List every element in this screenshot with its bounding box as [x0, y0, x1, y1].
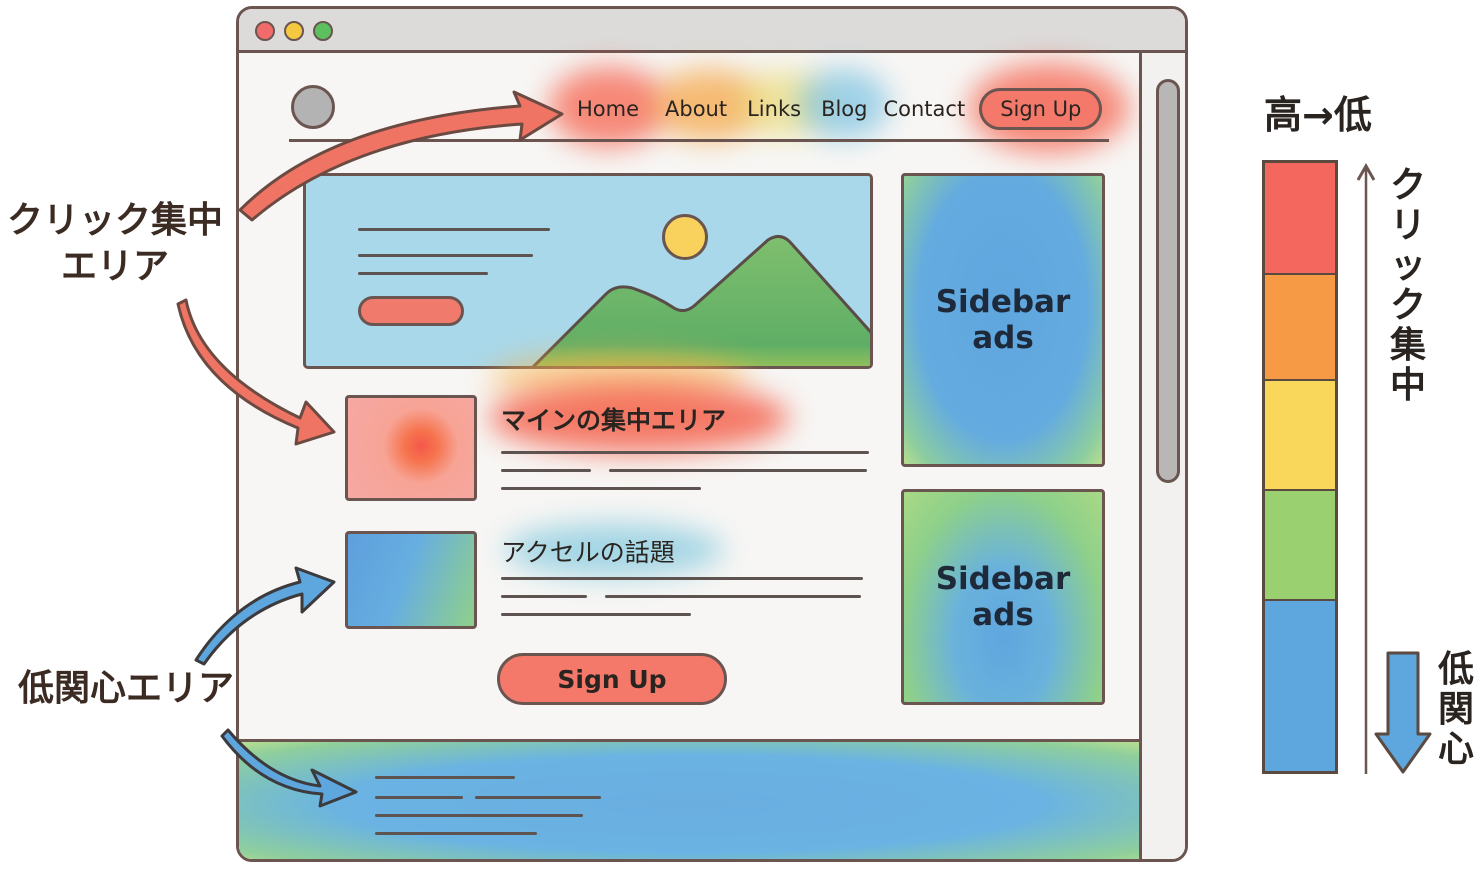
- top-nav: Home About Links Blog Contact Sign Up: [577, 83, 1103, 135]
- heat-scale-bar: [1262, 160, 1338, 774]
- hero-text-line: [358, 272, 488, 275]
- minimize-dot-icon[interactable]: [284, 21, 304, 41]
- nav-contact[interactable]: Contact: [883, 97, 966, 121]
- nav-divider: [289, 139, 1109, 142]
- card-title-accel-topic[interactable]: アクセルの話題: [501, 538, 675, 567]
- legend-down-label: 低 関 心: [1436, 650, 1476, 770]
- footer-text-line: [375, 814, 583, 817]
- sidebar-ad-label-line1: Sidebar: [935, 284, 1071, 320]
- mountain-icon: [531, 235, 870, 366]
- card-title-main-focus[interactable]: マインの集中エリア: [501, 406, 727, 435]
- nav-blog[interactable]: Blog: [821, 97, 868, 121]
- hero-text-line: [358, 254, 533, 257]
- sidebar-ad-label-line2: ads: [972, 320, 1034, 356]
- up-arrow-icon: [1356, 162, 1376, 774]
- card-text-line: [501, 451, 869, 454]
- nav-home[interactable]: Home: [577, 97, 640, 121]
- legend-up-char: 中: [1389, 365, 1426, 406]
- hero-text-line: [358, 228, 550, 231]
- nav-about[interactable]: About: [665, 97, 728, 121]
- card-text-line: [501, 469, 591, 472]
- card-thumbnail-cold[interactable]: [345, 531, 477, 629]
- legend-down-char: 心: [1437, 729, 1474, 770]
- card-thumbnail-hot[interactable]: [345, 395, 477, 501]
- logo-avatar[interactable]: [291, 85, 335, 129]
- footer-text-line: [475, 796, 601, 799]
- sun-icon: [662, 214, 708, 260]
- nav-signup-button[interactable]: Sign Up: [979, 88, 1103, 130]
- page-content: Home About Links Blog Contact Sign Up: [239, 53, 1141, 859]
- hero-button[interactable]: [358, 296, 464, 326]
- sidebar-ad-label-line1: Sidebar: [935, 561, 1071, 597]
- footer-text-line: [375, 796, 463, 799]
- legend-title: 高→低: [1264, 93, 1372, 137]
- close-dot-icon[interactable]: [255, 21, 275, 41]
- scale-level-high: [1265, 275, 1335, 381]
- legend-up-label: ク リ ッ ク 集 中: [1388, 166, 1428, 406]
- down-arrow-icon: [1374, 651, 1432, 774]
- click-area-label: クリック集中 エリア: [0, 198, 230, 290]
- click-area-label-line2: エリア: [60, 246, 169, 287]
- scrollbar-track[interactable]: [1139, 53, 1185, 859]
- scale-level-low: [1265, 491, 1335, 601]
- legend-up-char: ク: [1389, 165, 1426, 206]
- footer: [239, 739, 1141, 859]
- scrollbar-thumb[interactable]: [1156, 79, 1180, 483]
- legend-up-char: 集: [1389, 325, 1426, 366]
- maximize-dot-icon[interactable]: [313, 21, 333, 41]
- legend-down-char: 低: [1437, 649, 1474, 690]
- signup-button[interactable]: Sign Up: [497, 653, 727, 705]
- card-text-line: [609, 469, 867, 472]
- card-text-line: [501, 577, 863, 580]
- legend-down-char: 関: [1437, 689, 1474, 730]
- legend-up-char: ク: [1389, 285, 1426, 326]
- scale-level-highest: [1265, 163, 1335, 275]
- click-area-label-line1: クリック集中: [6, 200, 223, 241]
- title-bar: [239, 9, 1185, 53]
- card-text-line: [501, 613, 691, 616]
- card-text-line: [501, 595, 587, 598]
- card-text-line: [501, 487, 701, 490]
- scale-level-lowest: [1265, 601, 1335, 771]
- hero-banner: [303, 173, 873, 369]
- footer-text-line: [375, 832, 537, 835]
- legend-up-char: リ: [1389, 205, 1426, 246]
- sidebar-ad-label-line2: ads: [972, 597, 1034, 633]
- scale-level-medium: [1265, 381, 1335, 491]
- low-interest-label: 低関心エリア: [18, 668, 235, 709]
- card-text-line: [605, 595, 861, 598]
- browser-window: Home About Links Blog Contact Sign Up: [236, 6, 1188, 862]
- legend-up-char: ッ: [1389, 245, 1426, 286]
- nav-links[interactable]: Links: [747, 97, 802, 121]
- footer-text-line: [375, 776, 515, 779]
